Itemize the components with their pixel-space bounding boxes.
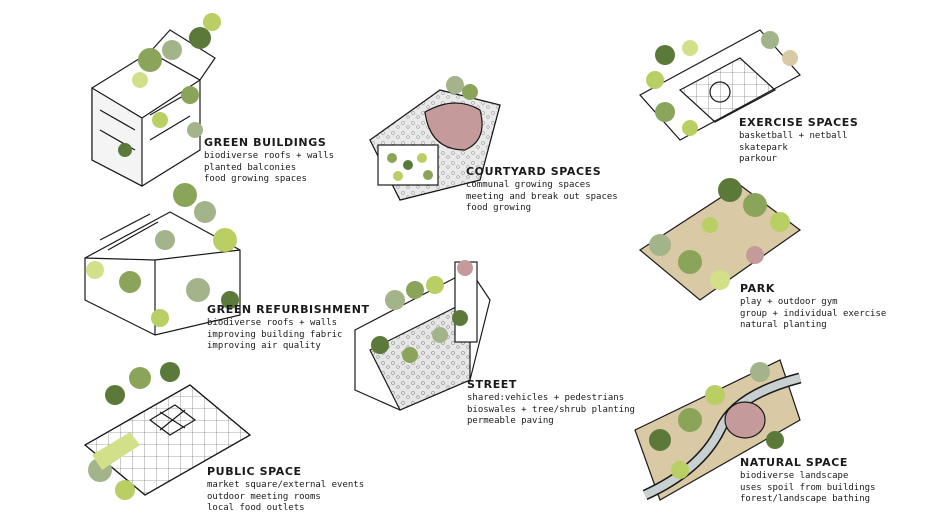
panel-title: EXERCISE SPACES [739,116,858,129]
panel-line: biodiverse landscape [740,471,875,483]
panel-line: basketball + netball [739,131,858,143]
panel-title: PARK [740,282,886,295]
panel-line: communal growing spaces [466,180,618,192]
panel-line: parkour [739,154,858,166]
green-buildings-sketch [92,13,221,186]
panel-line: planted balconies [204,163,334,175]
green-buildings-label: GREEN BUILDINGS biodiverse roofs + walls… [204,136,334,186]
natural-space-label: NATURAL SPACE biodiverse landscape uses … [740,456,875,506]
panel-line: food growing spaces [204,174,334,186]
public-space-label: PUBLIC SPACE market square/external even… [207,465,364,515]
panel-line: shared:vehicles + pedestrians [467,393,635,405]
park-label: PARK play + outdoor gym group + individu… [740,282,886,332]
exercise-spaces-label: EXERCISE SPACES basketball + netball ska… [739,116,858,166]
panel-line: outdoor meeting rooms [207,492,364,504]
panel-title: PUBLIC SPACE [207,465,364,478]
panel-line: improving building fabric [207,330,370,342]
panel-title: NATURAL SPACE [740,456,875,469]
street-label: STREET shared:vehicles + pedestrians bio… [467,378,635,428]
panel-title: STREET [467,378,635,391]
panel-line: food growing [466,203,618,215]
panel-line: skatepark [739,143,858,155]
panel-line: market square/external events [207,480,364,492]
panel-line: natural planting [740,320,886,332]
panel-title: GREEN BUILDINGS [204,136,334,149]
panel-line: local food outlets [207,503,364,515]
panel-line: permeable paving [467,416,635,428]
panel-line: forest/landscape bathing [740,494,875,506]
panel-line: improving air quality [207,341,370,353]
panel-title: GREEN REFURBISHMENT [207,303,370,316]
panel-line: biodiverse roofs + walls [207,318,370,330]
panel-line: group + individual exercise [740,309,886,321]
panel-title: COURTYARD SPACES [466,165,618,178]
panel-line: biodiverse roofs + walls [204,151,334,163]
courtyard-spaces-label: COURTYARD SPACES communal growing spaces… [466,165,618,215]
green-refurbishment-label: GREEN REFURBISHMENT biodiverse roofs + w… [207,303,370,353]
panel-line: bioswales + tree/shrub planting [467,405,635,417]
panel-line: play + outdoor gym [740,297,886,309]
panel-line: meeting and break out spaces [466,192,618,204]
panel-line: uses spoil from buildings [740,483,875,495]
